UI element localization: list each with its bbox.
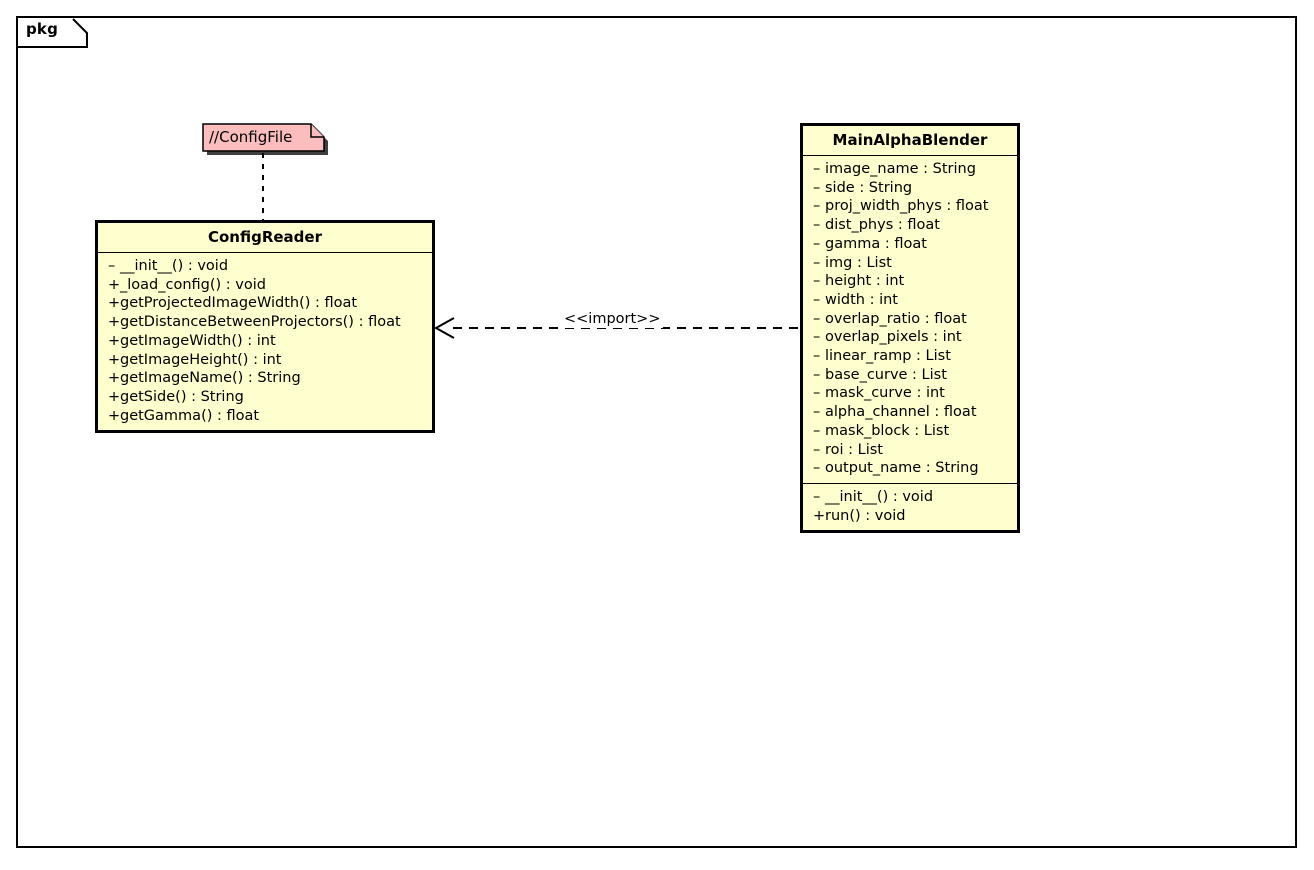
visibility-marker: – (813, 310, 821, 327)
member-signature: side : String (825, 179, 913, 196)
visibility-marker: – (813, 441, 821, 458)
method-row-mainalphablender-1: +run() : void (813, 507, 1011, 526)
method-row-configreader-1: +_load_config() : void (108, 276, 426, 295)
visibility-marker: + (108, 370, 121, 387)
class-title-configreader: ConfigReader (98, 223, 432, 253)
member-signature: getProjectedImageWidth() : float (120, 295, 358, 312)
visibility-marker: + (108, 407, 121, 424)
member-signature: run() : void (825, 507, 906, 524)
member-signature: _load_config() : void (120, 276, 266, 293)
member-signature: getDistanceBetweenProjectors() : float (120, 314, 401, 331)
member-signature: getImageName() : String (120, 370, 301, 387)
class-methods-mainalphablender: –__init__() : void+run() : void (803, 482, 1017, 530)
attribute-row-mainalphablender-3: –dist_phys : float (813, 216, 1011, 235)
method-row-configreader-0: –__init__() : void (108, 257, 426, 276)
member-signature: alpha_channel : float (825, 404, 977, 421)
method-row-configreader-5: +getImageHeight() : int (108, 351, 426, 370)
member-signature: __init__() : void (825, 488, 934, 505)
visibility-marker: – (813, 488, 821, 505)
attribute-row-mainalphablender-12: –mask_curve : int (813, 384, 1011, 403)
class-title-mainalphablender: MainAlphaBlender (803, 126, 1017, 156)
visibility-marker: – (813, 422, 821, 439)
visibility-marker: – (813, 348, 821, 365)
visibility-marker: – (813, 273, 821, 290)
class-box-configreader[interactable]: ConfigReader –__init__() : void+_load_co… (95, 220, 435, 434)
visibility-marker: – (813, 385, 821, 402)
class-methods-configreader: –__init__() : void+_load_config() : void… (98, 253, 432, 430)
method-row-configreader-8: +getGamma() : float (108, 407, 426, 426)
visibility-marker: + (108, 351, 121, 368)
import-stereotype-label: <<import>> (561, 311, 664, 328)
package-tab-shape (18, 18, 88, 48)
member-signature: overlap_ratio : float (825, 310, 967, 327)
attribute-row-mainalphablender-1: –side : String (813, 179, 1011, 198)
method-row-mainalphablender-0: –__init__() : void (813, 488, 1011, 507)
member-signature: height : int (825, 273, 905, 290)
visibility-marker: + (108, 276, 121, 293)
member-signature: __init__() : void (120, 258, 229, 274)
attribute-row-mainalphablender-16: –output_name : String (813, 459, 1011, 478)
visibility-marker: – (813, 161, 821, 177)
visibility-marker: – (813, 404, 821, 421)
member-signature: base_curve : List (825, 366, 947, 383)
member-signature: image_name : String (825, 161, 976, 177)
visibility-marker: – (813, 179, 821, 196)
attribute-row-mainalphablender-15: –roi : List (813, 441, 1011, 460)
member-signature: linear_ramp : List (825, 348, 951, 365)
attribute-row-mainalphablender-10: –linear_ramp : List (813, 347, 1011, 366)
method-row-configreader-6: +getImageName() : String (108, 369, 426, 388)
member-signature: gamma : float (825, 235, 927, 252)
member-signature: getSide() : String (120, 388, 244, 405)
member-signature: mask_curve : int (825, 385, 945, 402)
visibility-marker: + (108, 388, 121, 405)
attribute-row-mainalphablender-8: –overlap_ratio : float (813, 310, 1011, 329)
member-signature: getGamma() : float (120, 407, 260, 424)
note-configfile: //ConfigFile (202, 123, 328, 155)
member-signature: getImageHeight() : int (120, 351, 282, 368)
method-row-configreader-7: +getSide() : String (108, 388, 426, 407)
member-signature: mask_block : List (825, 422, 950, 439)
visibility-marker: – (813, 235, 821, 252)
attribute-row-mainalphablender-5: –img : List (813, 254, 1011, 273)
visibility-marker: – (813, 329, 821, 346)
member-signature: output_name : String (825, 460, 979, 477)
method-row-configreader-2: +getProjectedImageWidth() : float (108, 294, 426, 313)
visibility-marker: – (813, 217, 821, 234)
attribute-row-mainalphablender-6: –height : int (813, 272, 1011, 291)
visibility-marker: – (108, 258, 116, 274)
method-row-configreader-3: +getDistanceBetweenProjectors() : float (108, 313, 426, 332)
attribute-row-mainalphablender-11: –base_curve : List (813, 366, 1011, 385)
member-signature: getImageWidth() : int (120, 332, 276, 349)
note-shape (202, 123, 328, 155)
attribute-row-mainalphablender-4: –gamma : float (813, 235, 1011, 254)
member-signature: proj_width_phys : float (825, 198, 989, 215)
attribute-row-mainalphablender-2: –proj_width_phys : float (813, 197, 1011, 216)
visibility-marker: – (813, 291, 821, 308)
visibility-marker: + (108, 332, 121, 349)
note-text: //ConfigFile (209, 128, 293, 146)
visibility-marker: + (108, 295, 121, 312)
class-box-mainalphablender[interactable]: MainAlphaBlender –image_name : String–si… (800, 123, 1020, 534)
visibility-marker: + (813, 507, 826, 524)
visibility-marker: + (108, 314, 121, 331)
visibility-marker: – (813, 254, 821, 271)
member-signature: roi : List (825, 441, 883, 458)
package-tab (16, 16, 88, 48)
attribute-row-mainalphablender-13: –alpha_channel : float (813, 403, 1011, 422)
attribute-row-mainalphablender-0: –image_name : String (813, 160, 1011, 179)
member-signature: dist_phys : float (825, 217, 940, 234)
member-signature: width : int (825, 291, 898, 308)
member-signature: img : List (825, 254, 892, 271)
visibility-marker: – (813, 460, 821, 477)
method-row-configreader-4: +getImageWidth() : int (108, 332, 426, 351)
attribute-row-mainalphablender-9: –overlap_pixels : int (813, 328, 1011, 347)
attribute-row-mainalphablender-7: –width : int (813, 291, 1011, 310)
class-attributes-mainalphablender: –image_name : String–side : String–proj_… (803, 156, 1017, 483)
member-signature: overlap_pixels : int (825, 329, 962, 346)
package-tab-label: pkg (26, 20, 59, 38)
visibility-marker: – (813, 366, 821, 383)
visibility-marker: – (813, 198, 821, 215)
attribute-row-mainalphablender-14: –mask_block : List (813, 422, 1011, 441)
